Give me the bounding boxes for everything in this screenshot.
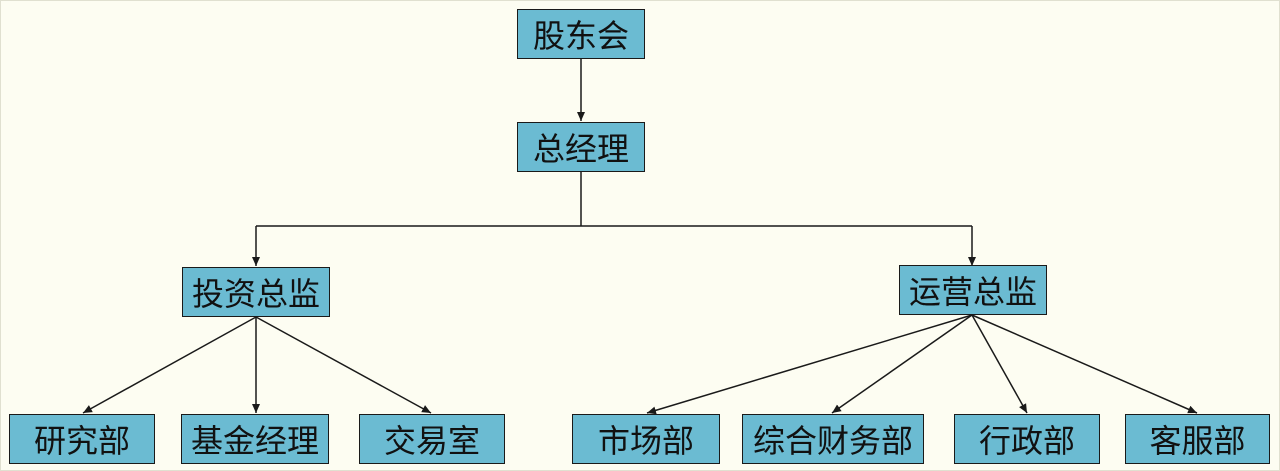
node-operations-director: 运营总监 bbox=[899, 265, 1047, 315]
node-fund-manager: 基金经理 bbox=[181, 414, 329, 464]
connector-investment-to-research bbox=[82, 316, 257, 414]
connector-operations-to-admin bbox=[971, 314, 1028, 414]
node-research-dept: 研究部 bbox=[9, 414, 155, 464]
connector-operations-to-finance bbox=[831, 314, 973, 414]
node-marketing-dept: 市场部 bbox=[572, 414, 720, 464]
node-customer-service-dept: 客服部 bbox=[1125, 414, 1270, 464]
node-general-manager: 总经理 bbox=[517, 122, 645, 172]
node-finance-dept: 综合财务部 bbox=[742, 414, 924, 464]
node-admin-dept: 行政部 bbox=[954, 414, 1100, 464]
node-trading-room: 交易室 bbox=[359, 414, 505, 464]
connector-operations-to-customer-service bbox=[971, 314, 1198, 414]
node-shareholders-meeting: 股东会 bbox=[517, 9, 645, 59]
connector-investment-to-trading-room bbox=[255, 316, 432, 414]
node-investment-director: 投资总监 bbox=[182, 267, 330, 317]
connector-operations-to-marketing bbox=[646, 314, 973, 415]
